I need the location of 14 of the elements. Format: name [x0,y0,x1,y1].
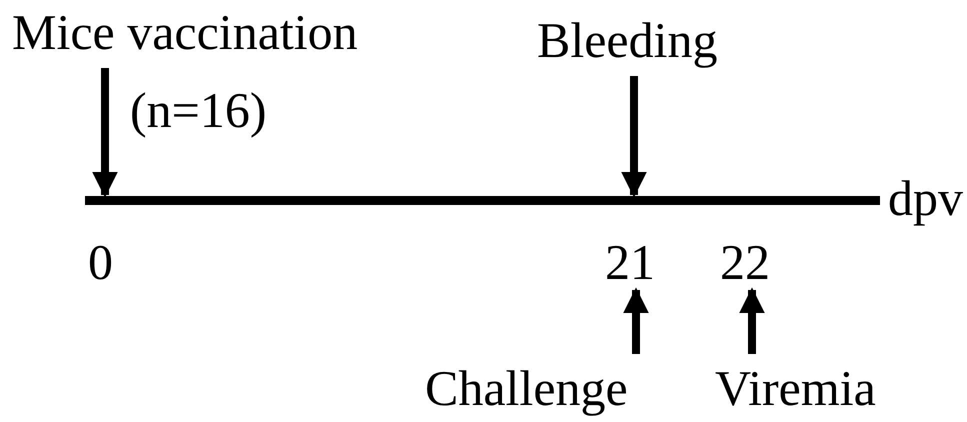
event-label: Challenge [425,362,628,414]
day-label: 0 [88,236,113,288]
event-label: Bleeding [537,14,718,66]
timeline-axis [85,196,880,205]
arrow [92,68,118,198]
arrow [621,76,647,198]
arrow [739,287,765,354]
arrow [623,287,649,354]
axis-unit-label: dpv [888,172,963,224]
day-label: 22 [720,236,770,288]
sample-size-label: (n=16) [130,84,266,136]
event-label: Mice vaccination [12,6,358,58]
event-label: Viremia [715,362,876,414]
day-label: 21 [605,236,655,288]
